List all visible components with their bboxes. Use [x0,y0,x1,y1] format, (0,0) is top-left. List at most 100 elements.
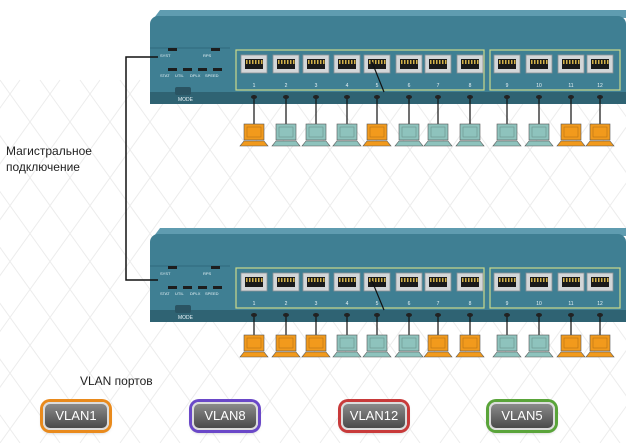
bottom-workstation[interactable] [556,313,586,358]
port-pin [592,60,594,64]
top-workstation[interactable] [362,95,392,147]
port-pin [410,60,412,64]
bottom-workstation[interactable] [362,313,392,358]
port-pin [413,60,415,64]
bottom-workstation[interactable] [423,313,453,358]
pc-screen [246,337,262,349]
mode-button[interactable] [175,87,191,95]
port-pin [381,60,383,64]
port-pin [534,278,536,282]
port-socket [368,59,386,69]
status-led [168,68,177,71]
port-pin [261,60,263,64]
pc-screen [592,126,608,138]
status-led [183,286,192,289]
port-pin [320,60,322,64]
bottom-workstation[interactable] [524,313,554,358]
top-workstation[interactable] [423,95,453,147]
port-pin [439,60,441,64]
port-socket [562,59,580,69]
port-socket [277,277,295,287]
pc-screen [308,337,324,349]
cable-plug [406,313,412,317]
top-workstation[interactable] [492,95,522,147]
bottom-workstation[interactable] [239,313,269,358]
led-label: UTIL [175,291,184,296]
bottom-workstation[interactable] [332,313,362,358]
pc-keyboard [362,140,392,147]
port-pin [351,278,353,282]
port-pin [293,60,295,64]
port-pin [566,278,568,282]
top-workstation[interactable] [585,95,615,147]
bottom-workstation[interactable] [492,313,522,358]
top-workstation[interactable] [332,95,362,147]
port-number: 1 [253,83,256,89]
top-workstation[interactable] [556,95,586,147]
port-pin [471,278,473,282]
port-pin [311,278,313,282]
port-pin [474,278,476,282]
pc-screen [592,337,608,349]
port-pin [407,278,409,282]
top-workstation[interactable] [271,95,301,147]
port-pin [465,60,467,64]
workstations [239,95,615,358]
port-pin [445,60,447,64]
pc-keyboard [455,140,485,147]
port-socket [429,59,447,69]
status-led [198,286,207,289]
port-pin [604,60,606,64]
mode-button[interactable] [175,305,191,313]
port-pin [384,60,386,64]
port-socket [400,59,418,69]
led-label: STAT [160,73,170,78]
top-workstation[interactable] [394,95,424,147]
top-workstation[interactable] [301,95,331,147]
port-pin [569,60,571,64]
port-pin [433,278,435,282]
cable-plug [568,95,574,99]
top-workstation[interactable] [455,95,485,147]
port-pin [607,278,609,282]
port-pin [354,278,356,282]
bottom-workstation[interactable] [301,313,331,358]
port-pin [436,60,438,64]
bottom-workstation[interactable] [455,313,485,358]
pc-keyboard [585,351,615,358]
port-group-frame [235,49,485,91]
port-pin [442,60,444,64]
port-pin [607,60,609,64]
port-number: 2 [285,83,288,89]
pc-screen [278,337,294,349]
pc-screen [499,337,515,349]
port-number: 8 [469,83,472,89]
port-socket [461,59,479,69]
port-pin [317,278,319,282]
mode-label: MODE [178,315,194,321]
port-pin [543,60,545,64]
port-pin [258,60,260,64]
port-pin [465,278,467,282]
port-pin [284,278,286,282]
bottom-workstation[interactable] [271,313,301,358]
port-pin [290,278,292,282]
port-number: 10 [536,83,542,89]
cable-plug [344,95,350,99]
port-pin [284,60,286,64]
bottom-workstation[interactable] [585,313,615,358]
port-pin [339,278,341,282]
port-number: 10 [536,301,542,307]
trunk-label-line1: Магистральное [6,144,92,158]
top-workstation[interactable] [239,95,269,147]
bottom-workstation[interactable] [394,313,424,358]
floor-line [0,79,61,165]
cable-plug [313,95,319,99]
top-workstation[interactable] [524,95,554,147]
port-socket [429,277,447,287]
port-socket [461,277,479,287]
switch-bottom-edge [150,92,626,104]
port-pin [345,278,347,282]
port-pin [351,60,353,64]
